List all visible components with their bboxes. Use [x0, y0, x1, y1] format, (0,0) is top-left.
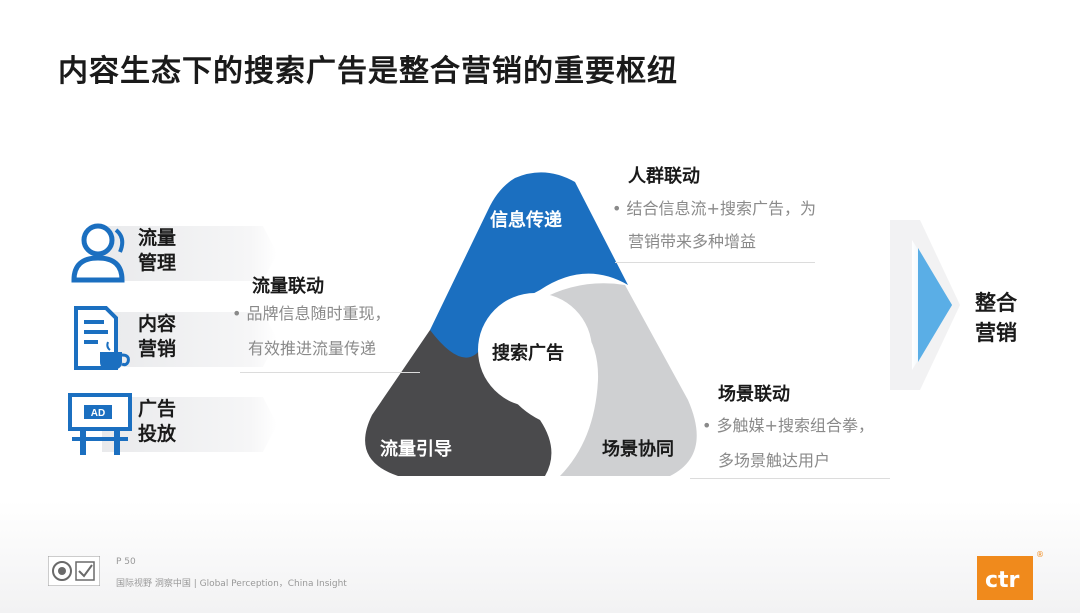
left-item-label: 广告 投放	[138, 398, 177, 445]
footer-slogan: 国际视野 洞察中国 | Global Perception，China Insi…	[116, 579, 347, 589]
scene-link-line-2: 多场景触达用户	[718, 451, 831, 470]
certification-logo-icon	[48, 556, 100, 586]
left-item-label: 流量 管理	[138, 227, 177, 274]
integrated-marketing-label: 整合 营销	[975, 291, 1017, 345]
left-item-traffic-management: 流量 管理	[60, 214, 277, 289]
ctr-logo: ctr	[977, 556, 1033, 600]
left-item-band	[102, 312, 277, 367]
right-arrow-icon	[890, 220, 960, 390]
left-item-content-marketing: 内容 营销	[60, 300, 277, 375]
billboard-icon: AD	[68, 393, 132, 455]
billboard-ad-text: AD	[91, 408, 105, 419]
segment-traffic-guide	[365, 327, 552, 476]
scene-link-underline	[690, 478, 890, 479]
triangle-right-label: 场景协同	[602, 439, 674, 460]
center-circle	[478, 293, 592, 407]
left-item-band	[102, 226, 277, 281]
ctr-logo-text: ctr	[985, 568, 1020, 593]
crowd-link-line-2: 营销带来多种增益	[628, 232, 757, 251]
left-item-label: 内容 营销	[138, 313, 177, 360]
left-item-ad-placement: AD 广告 投放	[60, 385, 277, 460]
crowd-link-underline	[615, 262, 815, 263]
page-title: 内容生态下的搜索广告是整合营销的重要枢纽	[58, 54, 678, 89]
crowd-link-line-1: • 结合信息流+搜索广告，为	[612, 199, 816, 218]
traffic-link-title: 流量联动	[252, 276, 324, 297]
triangle-top-label: 信息传递	[490, 210, 562, 231]
registered-mark: ®	[1036, 550, 1044, 559]
scene-link-title: 场景联动	[718, 384, 790, 405]
segment-info-transfer	[430, 172, 628, 358]
traffic-link-line-1: • 品牌信息随时重现，	[232, 304, 391, 323]
scene-link-line-1: • 多触媒+搜索组合拳，	[702, 416, 874, 435]
page-number: P 50	[116, 557, 136, 567]
crowd-link-title: 人群联动	[628, 166, 700, 187]
triangle-left-label: 流量引导	[380, 439, 452, 460]
document-coffee-icon	[74, 306, 130, 370]
bottom-shade	[0, 500, 1080, 613]
traffic-link-line-2: 有效推进流量传递	[248, 339, 377, 358]
user-icon	[71, 223, 125, 283]
segment-scene-synergy	[540, 283, 697, 476]
traffic-link-underline	[240, 372, 420, 373]
triangle-center-label: 搜索广告	[492, 343, 564, 364]
